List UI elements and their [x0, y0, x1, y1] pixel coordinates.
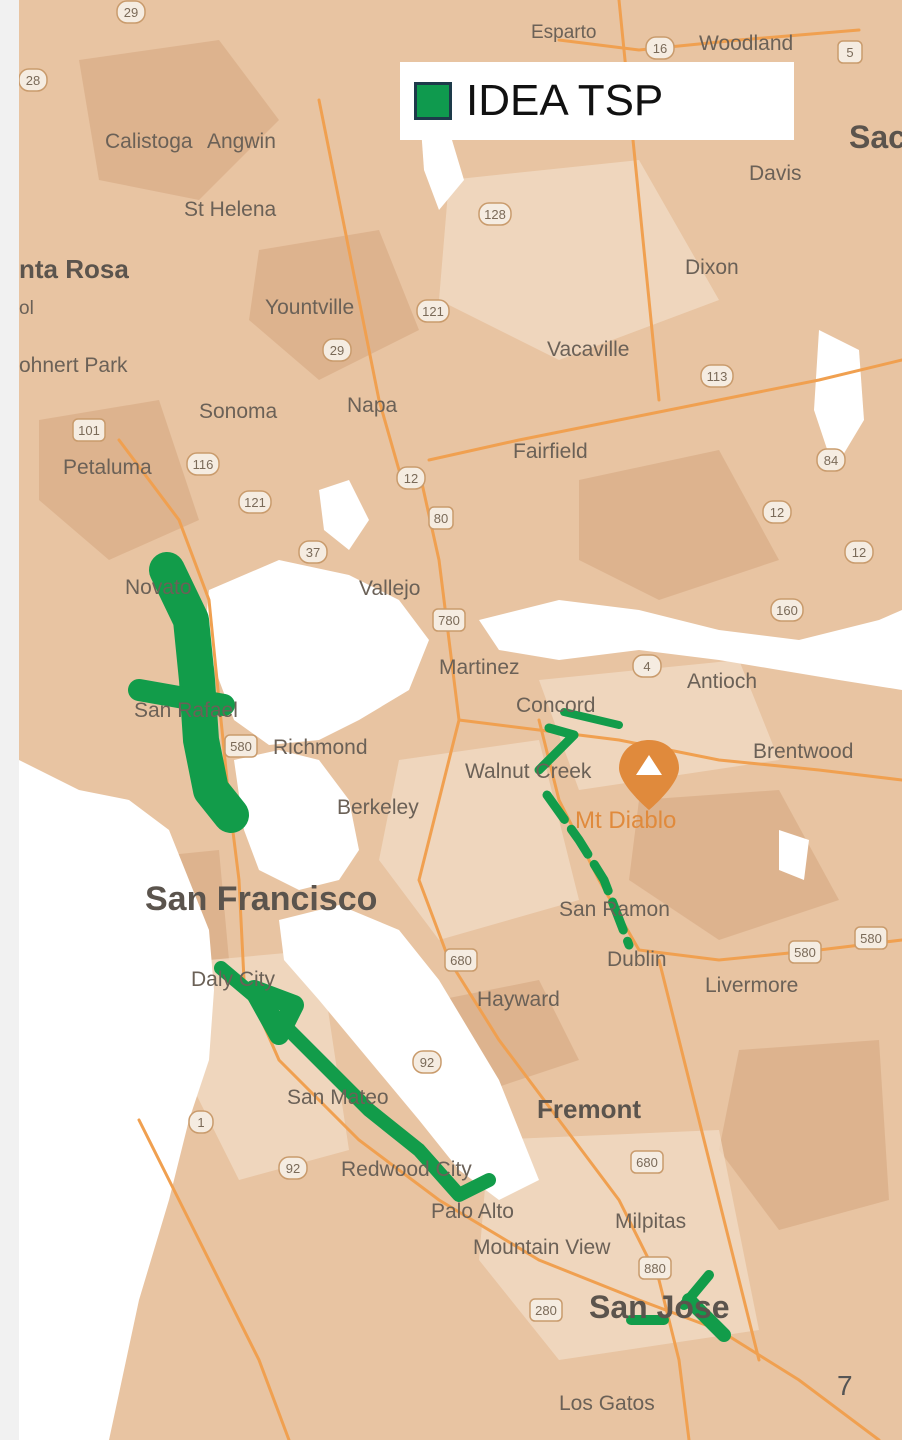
- label-santa-rosa: nta Rosa: [19, 254, 129, 284]
- svg-text:92: 92: [286, 1161, 300, 1176]
- label-concord: Concord: [516, 694, 595, 717]
- svg-text:580: 580: [794, 945, 816, 960]
- svg-text:12: 12: [404, 471, 418, 486]
- slide-margin: [0, 0, 19, 1440]
- pacific-ocean: [19, 760, 214, 1440]
- label-ol: ol: [19, 298, 34, 319]
- place-labels: Esparto Woodland Sac Calistoga Angwin Da…: [19, 22, 902, 1415]
- label-mountain-view: Mountain View: [473, 1236, 611, 1259]
- route-i680: [542, 790, 634, 950]
- label-richmond: Richmond: [273, 736, 368, 759]
- label-antioch: Antioch: [687, 670, 757, 693]
- label-san-francisco: San Francisco: [145, 880, 377, 918]
- label-san-mateo: San Mateo: [287, 1086, 389, 1109]
- label-hayward: Hayward: [477, 988, 560, 1011]
- svg-text:29: 29: [330, 343, 344, 358]
- svg-text:580: 580: [860, 931, 882, 946]
- svg-text:16: 16: [653, 41, 667, 56]
- svg-text:121: 121: [422, 304, 444, 319]
- page-number: 7: [837, 1370, 853, 1401]
- label-dublin: Dublin: [607, 948, 667, 971]
- highway-shields: 29 28 16 5 128 121 29 113 101 116 12 84 …: [19, 0, 888, 1322]
- svg-text:160: 160: [776, 603, 798, 618]
- label-san-rafael: San Rafael: [134, 699, 238, 722]
- svg-text:12: 12: [852, 545, 866, 560]
- svg-text:28: 28: [26, 73, 40, 88]
- svg-text:84: 84: [824, 453, 838, 468]
- label-st-helena: St Helena: [184, 198, 277, 221]
- label-calistoga: Calistoga: [105, 130, 193, 153]
- svg-text:880: 880: [644, 1261, 666, 1276]
- svg-text:80: 80: [434, 511, 448, 526]
- svg-text:37: 37: [306, 545, 320, 560]
- label-walnut-creek: Walnut Creek: [465, 760, 592, 783]
- label-davis: Davis: [749, 162, 802, 185]
- bay-area-map[interactable]: 29 28 16 5 128 121 29 113 101 116 12 84 …: [19, 0, 902, 1440]
- san-pablo-bay: [204, 560, 429, 745]
- label-brentwood: Brentwood: [753, 740, 853, 763]
- map-legend: IDEA TSP: [400, 62, 794, 140]
- svg-text:580: 580: [230, 739, 252, 754]
- water-bodies: [19, 100, 902, 1440]
- label-berkeley: Berkeley: [337, 796, 419, 819]
- label-milpitas: Milpitas: [615, 1210, 686, 1233]
- svg-text:101: 101: [78, 423, 100, 438]
- svg-text:5: 5: [846, 45, 853, 60]
- label-rohnert-park: ohnert Park: [19, 354, 128, 377]
- svg-text:4: 4: [643, 659, 650, 674]
- label-napa: Napa: [347, 394, 398, 417]
- label-sacramento: Sac: [849, 119, 902, 155]
- label-fremont: Fremont: [537, 1094, 641, 1124]
- label-martinez: Martinez: [439, 656, 520, 679]
- svg-text:116: 116: [193, 457, 214, 472]
- svg-text:12: 12: [770, 505, 784, 520]
- label-woodland: Woodland: [699, 32, 793, 55]
- svg-text:280: 280: [535, 1303, 557, 1318]
- svg-text:780: 780: [438, 613, 460, 628]
- label-fairfield: Fairfield: [513, 440, 588, 463]
- label-dixon: Dixon: [685, 256, 739, 279]
- legend-swatch: [414, 82, 452, 120]
- mt-diablo-pin-icon[interactable]: [619, 740, 679, 810]
- south-bay: [279, 905, 539, 1200]
- label-mt-diablo: Mt Diablo: [575, 807, 676, 834]
- svg-text:92: 92: [420, 1055, 434, 1070]
- label-redwood-city: Redwood City: [341, 1158, 472, 1181]
- label-esparto: Esparto: [531, 22, 596, 43]
- delta-waterway: [479, 600, 902, 690]
- label-livermore: Livermore: [705, 974, 798, 997]
- label-yountville: Yountville: [265, 296, 354, 319]
- label-angwin: Angwin: [207, 130, 276, 153]
- label-los-gatos: Los Gatos: [559, 1392, 655, 1415]
- svg-text:680: 680: [450, 953, 472, 968]
- svg-text:128: 128: [484, 207, 506, 222]
- label-palo-alto: Palo Alto: [431, 1200, 514, 1223]
- central-bay: [234, 750, 359, 890]
- label-san-ramon: San Ramon: [559, 898, 670, 921]
- label-vacaville: Vacaville: [547, 338, 629, 361]
- label-petaluma: Petaluma: [63, 456, 152, 479]
- label-novato: Novato: [125, 576, 192, 599]
- svg-text:1: 1: [197, 1115, 204, 1130]
- legend-label: IDEA TSP: [466, 76, 664, 125]
- svg-text:29: 29: [124, 5, 138, 20]
- svg-text:680: 680: [636, 1155, 658, 1170]
- label-sonoma: Sonoma: [199, 400, 278, 423]
- label-daly-city: Daly City: [191, 968, 276, 991]
- svg-text:121: 121: [244, 495, 266, 510]
- label-vallejo: Vallejo: [359, 577, 420, 600]
- label-san-jose: San Jose: [589, 1289, 730, 1325]
- map-canvas: 29 28 16 5 128 121 29 113 101 116 12 84 …: [19, 0, 902, 1440]
- terrain-patches: [39, 40, 889, 1230]
- tsp-routes: [128, 552, 731, 1342]
- svg-text:113: 113: [707, 369, 728, 384]
